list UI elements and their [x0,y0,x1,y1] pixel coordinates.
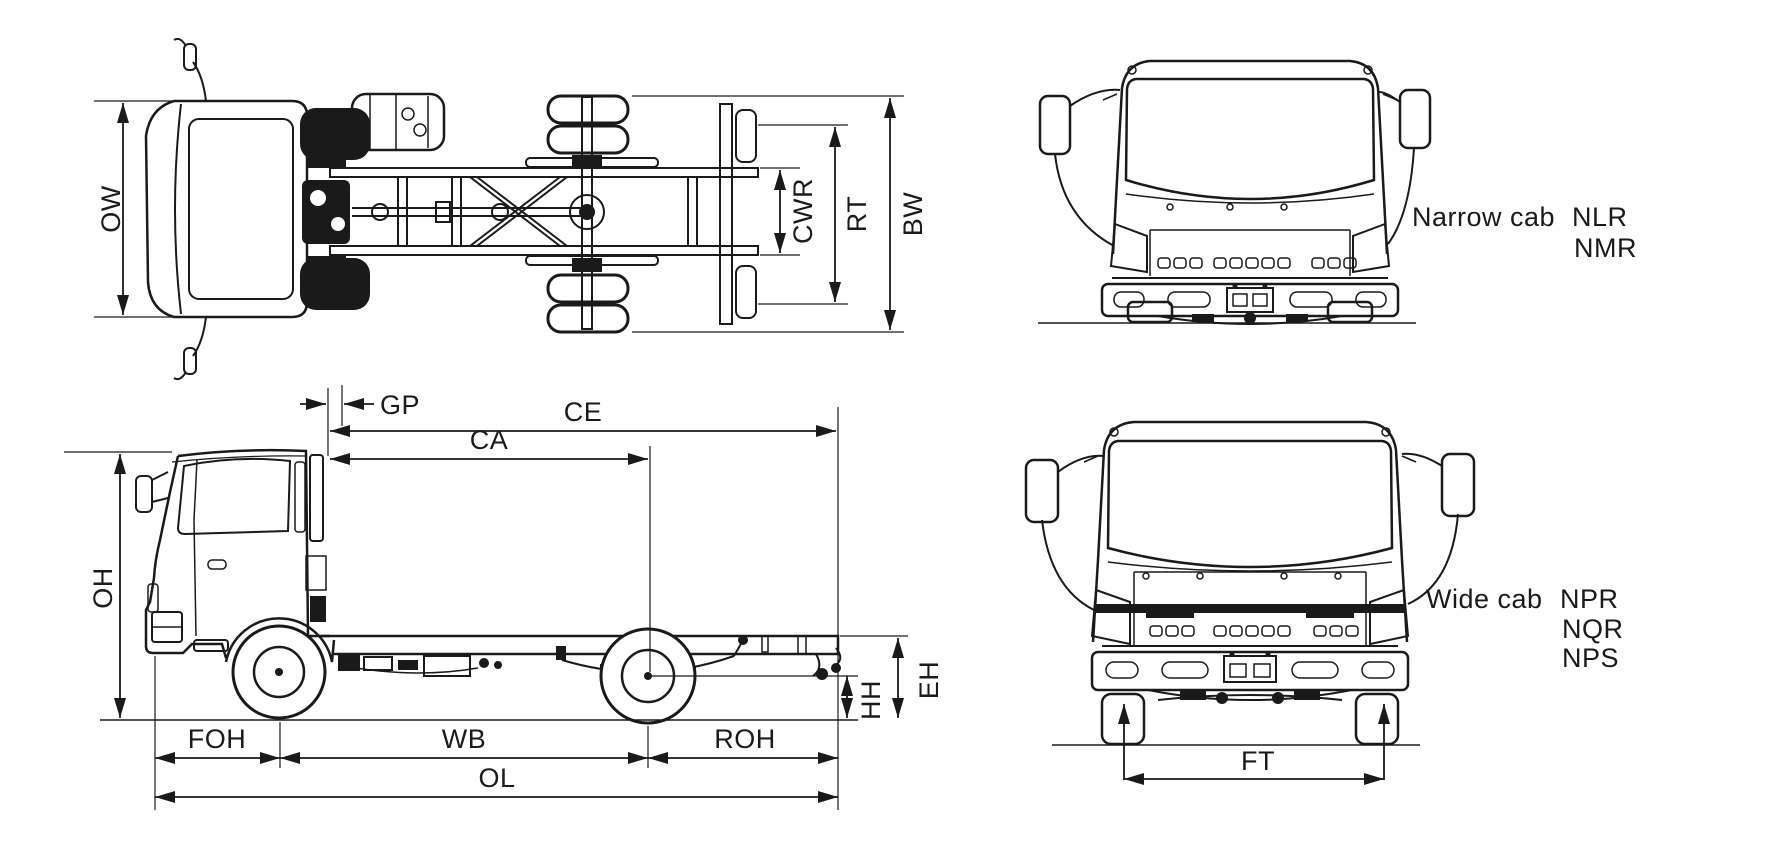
mirror-icon-narrow-right [1378,88,1432,245]
dim-ol: OL [155,763,838,803]
wide-cab-front-view: FT Wide cab NPR NQR NPS [1024,420,1624,785]
wide-cab-model-nqr: NQR [1562,614,1624,644]
wide-cab-label: Wide cab NPR NQR NPS [1426,584,1624,673]
rear-dual-wheels-top [546,94,630,155]
narrow-cab-model-nlr: NLR [1572,202,1628,232]
front-fender-arch [224,617,336,663]
narrow-cab-name: Narrow cab [1412,202,1555,232]
frame-rails-plan [329,167,759,256]
narrow-cab-grille-slots [1157,257,1357,269]
narrow-cab-model-nmr: NMR [1574,233,1637,263]
dim-cwr: CWR [760,167,818,256]
frame-rail-side [322,634,840,677]
dim-gp: GP [300,385,420,456]
narrow-cab-axle [1126,300,1374,325]
top-view-chassis: OW CWR RT BW [94,37,928,381]
dim-label-bw: BW [898,192,928,237]
dim-label-ft: FT [1241,746,1275,776]
dim-roh: ROH [648,724,838,764]
dim-hh: HH [652,675,886,720]
dim-label-gp: GP [380,390,420,420]
wide-cab-bumper [1090,650,1410,692]
mirror-icon-bottom-left [173,316,207,381]
mirror-icon-side [135,471,169,513]
dim-ca: CA [330,425,651,672]
dim-label-roh: ROH [714,724,776,754]
mirror-icon-wide-right [1401,452,1476,605]
mirror-icon-wide-left [1024,454,1105,611]
dim-label-cwr: CWR [788,178,818,244]
front-wheel-side [231,624,327,720]
dim-ow: OW [94,100,186,318]
dim-label-hh: HH [856,680,886,720]
narrow-cab-front-view: Narrow cab NLR NMR [1038,59,1637,325]
dim-label-ce: CE [564,397,603,427]
narrow-cab-bumper [1100,282,1400,318]
mirror-icon-top-left [173,37,207,102]
dim-label-oh: OH [88,567,118,609]
fuel-tank [350,92,446,152]
dim-label-ol: OL [478,763,515,793]
rear-dual-wheels-bottom [546,273,630,334]
rear-crossmember [719,103,757,325]
dim-bw: BW [632,95,928,333]
wide-cab-body [1083,420,1417,647]
dim-foh: FOH [154,656,281,810]
frame-tail-hooks [761,635,842,680]
wide-cab-name: Wide cab [1426,584,1543,614]
dim-label-eh: EH [914,661,944,700]
front-wheel-top [300,108,370,160]
mirror-icon-narrow-left [1038,88,1121,247]
narrow-cab-label: Narrow cab NLR NMR [1412,202,1637,263]
dim-ft: FT [1118,704,1390,785]
dim-rt: RT [758,124,872,305]
dim-ce: CE [330,397,839,810]
cab-side-outline [144,448,330,659]
dim-label-foh: FOH [188,724,247,754]
side-view-chassis: OH GP CE CA HH EH [64,385,944,810]
narrow-cab-body [1102,59,1398,279]
dim-label-rt: RT [842,196,872,233]
engine-cluster [302,158,350,266]
wide-cab-axle [1100,689,1400,746]
dim-oh: OH [64,451,172,718]
rear-axle-plan [525,96,659,330]
wide-cab-model-nps: NPS [1562,643,1619,673]
wide-cab-model-npr: NPR [1560,584,1619,614]
cab-plan-outline [144,99,309,319]
dim-label-wb: WB [442,724,487,754]
dim-wb: WB [280,724,649,768]
wide-cab-grille-slots [1149,625,1359,637]
cab-rear-equipment [305,454,327,622]
front-wheel-bottom [300,258,370,310]
dim-label-ca: CA [470,425,509,455]
dim-eh: EH [840,635,944,718]
dim-label-ow: OW [96,185,126,233]
